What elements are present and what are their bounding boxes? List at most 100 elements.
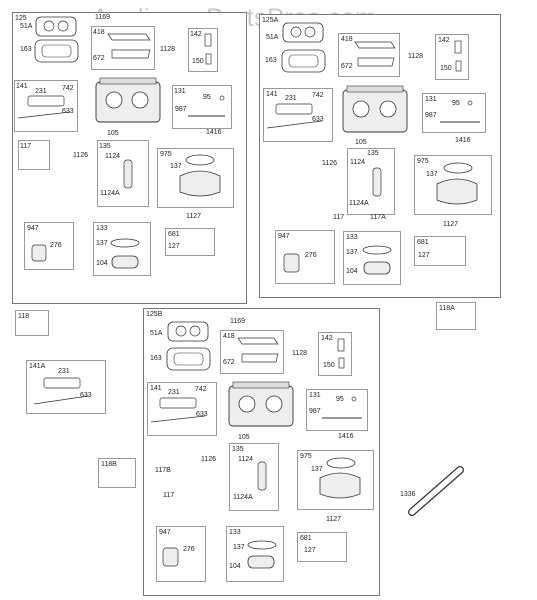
part-label: 117 (163, 492, 175, 499)
group-label: 125A (262, 17, 279, 24)
part-label: 150 (440, 65, 452, 72)
part-box-135 (229, 443, 279, 511)
part-label: 1128 (160, 46, 176, 53)
part-label: 1127 (443, 221, 459, 228)
part-label: 127 (418, 252, 430, 259)
part-label: 975 (417, 158, 429, 165)
part-label: 137 (426, 171, 438, 178)
part-label: 1336 (400, 491, 416, 498)
part-label: 633 (312, 116, 324, 123)
part-label: 947 (27, 225, 39, 232)
part-label: 127 (304, 547, 316, 554)
part-label: 141 (150, 385, 162, 392)
part-box-681 (165, 228, 215, 256)
part-label: 231 (285, 95, 297, 102)
part-label: 633 (80, 392, 92, 399)
part-box-131 (306, 389, 368, 431)
part-box-142 (188, 28, 218, 72)
part-label: 742 (312, 92, 324, 99)
part-label: 1416 (455, 137, 471, 144)
part-label: 681 (417, 239, 429, 246)
part-label: 1127 (326, 516, 342, 523)
part-label: 231 (35, 88, 47, 95)
part-label: 1124 (238, 456, 254, 463)
part-box-135 (347, 148, 395, 215)
part-box-141 (14, 80, 78, 132)
part-label: 1126 (201, 456, 217, 463)
part-label: 127 (168, 243, 180, 250)
part-box-681 (414, 236, 466, 266)
part-box-141 (147, 382, 217, 436)
part-label: 118A (439, 305, 455, 312)
part-label: 137 (96, 240, 108, 247)
part-label: 742 (62, 85, 74, 92)
part-label: 137 (233, 544, 245, 551)
part-label: 104 (346, 268, 358, 275)
part-label: 418 (93, 29, 105, 36)
part-label: 231 (168, 389, 180, 396)
part-box-133 (226, 526, 284, 582)
part-label: 131 (309, 392, 321, 399)
part-label: 150 (323, 362, 335, 369)
part-label: 137 (311, 466, 323, 473)
part-label: 133 (96, 225, 108, 232)
part-label: 51A (20, 23, 33, 30)
part-label: 1127 (186, 213, 202, 220)
part-label: 633 (196, 411, 208, 418)
part-label: 131 (425, 96, 437, 103)
part-label: 142 (438, 37, 450, 44)
part-label: 95 (452, 100, 460, 107)
part-label: 142 (190, 31, 202, 38)
part-label: 276 (305, 252, 317, 259)
part-label: 133 (346, 234, 358, 241)
part-label: 150 (192, 58, 204, 65)
part-label: 276 (183, 546, 195, 553)
group-label: 125B (146, 311, 163, 318)
part-label: 947 (278, 233, 290, 240)
part-label: 104 (96, 260, 108, 267)
part-box-418 (220, 330, 284, 374)
part-label: 163 (20, 46, 32, 53)
part-box-681 (297, 532, 347, 562)
part-box-118a (436, 302, 476, 330)
part-label: 105 (238, 434, 250, 441)
part-box-141a (26, 360, 106, 414)
part-label: 975 (300, 453, 312, 460)
part-box-118 (15, 310, 49, 336)
part-label: 105 (355, 139, 367, 146)
part-box-141 (263, 88, 333, 142)
part-box-117 (18, 140, 50, 170)
part-label: 1128 (292, 350, 308, 357)
part-box-418 (91, 26, 155, 70)
part-box-142 (318, 332, 352, 376)
part-label: 672 (223, 359, 235, 366)
part-label: 95 (203, 94, 211, 101)
part-label: 135 (99, 143, 111, 150)
part-label: 142 (321, 335, 333, 342)
part-label: 133 (229, 529, 241, 536)
part-label: 137 (170, 163, 182, 170)
part-label: 1128 (408, 53, 424, 60)
part-box-418 (338, 33, 400, 77)
part-label: 51A (266, 34, 279, 41)
part-label: 1124A (233, 494, 253, 501)
part-label: 118B (101, 461, 117, 468)
